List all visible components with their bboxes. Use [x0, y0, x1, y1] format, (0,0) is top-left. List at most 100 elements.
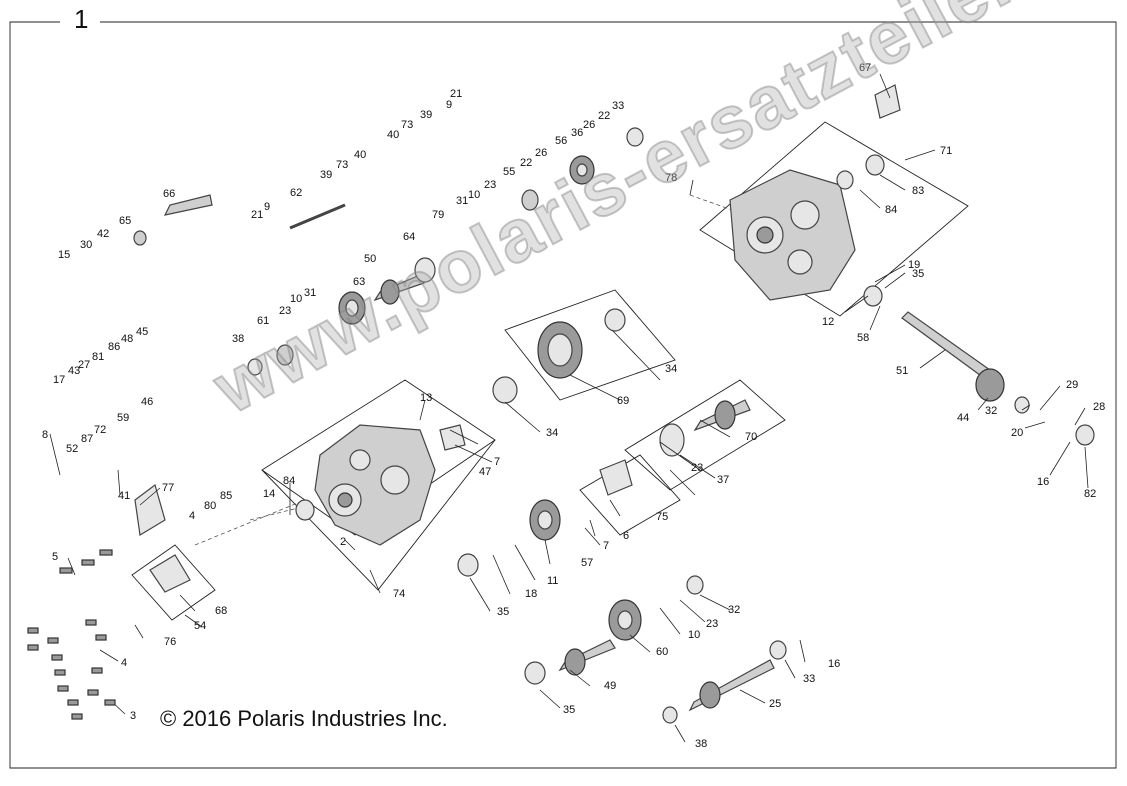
callout-52: 52	[66, 443, 78, 455]
callout-74: 74	[393, 588, 405, 600]
callout-27: 27	[78, 359, 90, 371]
callout-50: 50	[364, 253, 376, 265]
callout-2: 2	[340, 536, 346, 548]
callout-18: 18	[525, 588, 537, 600]
callout-45: 45	[136, 326, 148, 338]
callout-59: 59	[117, 412, 129, 424]
callout-54: 54	[194, 620, 206, 632]
callout-66: 66	[163, 188, 175, 200]
callout-26b: 26	[583, 119, 595, 131]
callout-16a: 16	[1037, 476, 1049, 488]
callout-35a: 35	[912, 268, 924, 280]
callout-21b: 21	[450, 88, 462, 100]
callout-38a: 38	[232, 333, 244, 345]
callout-56: 56	[555, 135, 567, 147]
callout-36: 36	[571, 127, 583, 139]
callout-5: 5	[52, 551, 58, 563]
callout-83: 83	[912, 185, 924, 197]
callout-33b: 33	[803, 673, 815, 685]
callout-70: 70	[745, 431, 757, 443]
shaft-25	[688, 659, 775, 712]
callout-44: 44	[957, 412, 969, 424]
assembly-line-a	[689, 194, 761, 221]
callout-62: 62	[290, 187, 302, 199]
callout-84b: 84	[283, 475, 295, 487]
callout-10b: 10	[468, 189, 480, 201]
callout-9a: 9	[264, 201, 270, 213]
callout-17: 17	[53, 374, 65, 386]
callout-33a: 33	[612, 100, 624, 112]
callout-32a: 32	[985, 405, 997, 417]
callout-82: 82	[1084, 488, 1096, 500]
shaft-51	[901, 311, 1005, 402]
callout-8: 8	[42, 429, 48, 441]
group-outline-box-75	[579, 454, 681, 536]
callout-57: 57	[581, 557, 593, 569]
callout-28: 28	[1093, 401, 1105, 413]
callout-15: 15	[58, 249, 70, 261]
callout-26a: 26	[535, 147, 547, 159]
callout-75: 75	[656, 511, 668, 523]
callout-34a: 34	[665, 363, 677, 375]
callout-68: 68	[215, 605, 227, 617]
callout-60: 60	[656, 646, 668, 658]
callout-80: 80	[204, 500, 216, 512]
callout-51: 51	[896, 365, 908, 377]
gear-57	[529, 499, 561, 541]
assembly-line-b	[194, 499, 306, 546]
callout-69: 69	[617, 395, 629, 407]
gear-69	[537, 321, 583, 379]
callout-77: 77	[162, 482, 174, 494]
callout-64: 64	[403, 231, 415, 243]
callout-42: 42	[97, 228, 109, 240]
callout-23a: 23	[279, 305, 291, 317]
callout-6: 6	[623, 530, 629, 542]
callout-31b: 31	[456, 195, 468, 207]
callout-71: 71	[940, 145, 952, 157]
callout-76: 76	[164, 636, 176, 648]
gear-63	[338, 291, 366, 325]
callout-81: 81	[92, 351, 104, 363]
callout-40b: 40	[387, 129, 399, 141]
transmission-case-left	[314, 424, 436, 546]
callout-86: 86	[108, 341, 120, 353]
callout-34b: 34	[546, 427, 558, 439]
callout-73a: 73	[336, 159, 348, 171]
callout-85: 85	[220, 490, 232, 502]
callout-4b: 4	[121, 657, 127, 669]
callout-49: 49	[604, 680, 616, 692]
callout-9b: 9	[446, 99, 452, 111]
group-outline-box-70	[624, 379, 786, 491]
callouts: 2 3 4 4 4 5 6 7 7 8 9 9 10 10 10 11 12 1…	[42, 62, 1105, 750]
figure-number: 1	[68, 4, 95, 34]
callout-41: 41	[118, 490, 130, 502]
callout-79: 79	[432, 209, 444, 221]
shaft-62	[289, 203, 346, 230]
callout-11: 11	[547, 575, 558, 587]
group-outline-box-69	[504, 289, 676, 401]
callout-23c: 23	[691, 462, 703, 474]
callout-48: 48	[121, 333, 133, 345]
callout-10a: 10	[290, 293, 302, 305]
callout-39b: 39	[420, 109, 432, 121]
callout-25: 25	[769, 698, 781, 710]
callout-31a: 31	[304, 287, 316, 299]
shaft-49	[558, 639, 616, 676]
gear-56	[569, 155, 595, 185]
callout-13: 13	[420, 392, 432, 404]
callout-73b: 73	[401, 119, 413, 131]
callout-32b: 32	[728, 604, 740, 616]
callout-21a: 21	[251, 209, 263, 221]
plates	[134, 84, 901, 593]
callout-65: 65	[119, 215, 131, 227]
callout-87: 87	[81, 433, 93, 445]
shaft-70	[693, 399, 751, 432]
group-outline-box-68	[131, 544, 216, 621]
callout-7a: 7	[603, 540, 609, 552]
callout-labels: 1	[0, 0, 6, 3]
callout-58: 58	[857, 332, 869, 344]
callout-16b: 16	[828, 658, 840, 670]
callout-38b: 38	[695, 738, 707, 750]
